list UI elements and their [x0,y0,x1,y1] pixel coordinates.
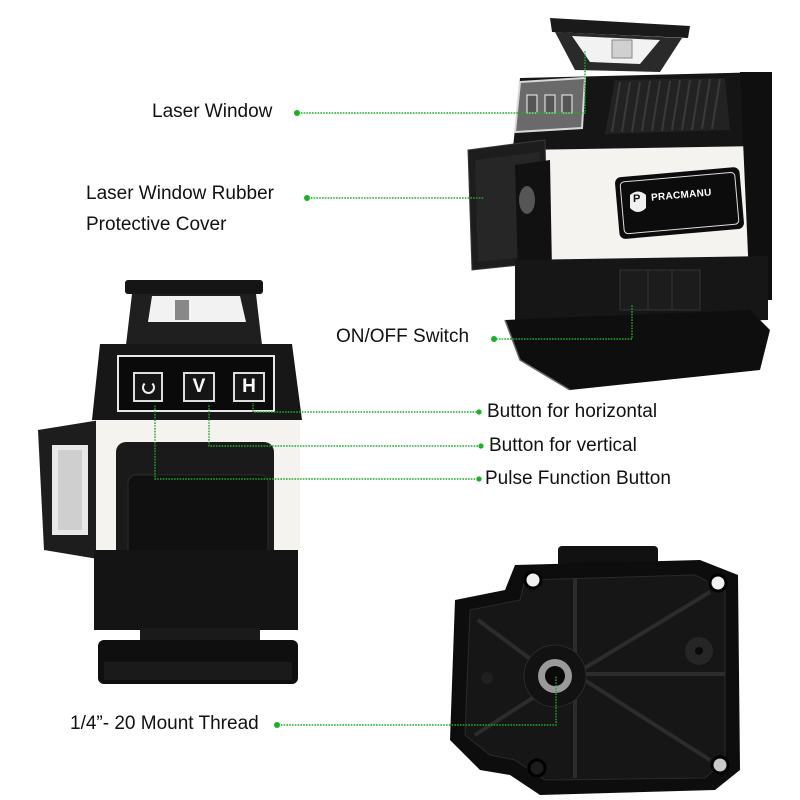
device-angled-view [467,18,772,391]
device-bottom-view [450,546,740,795]
callout-laser-window: Laser Window [152,101,273,122]
brand-logo: P [633,193,641,205]
horizontal-button: H [233,372,265,402]
callout-lines [154,50,633,726]
callout-on-off-switch: ON/OFF Switch [336,326,470,347]
callout-rubber-cover-line1: Laser Window Rubber [86,183,274,204]
vertical-button: V [183,372,215,402]
device-front-view [38,280,302,684]
callout-pulse-button: Pulse Function Button [485,468,671,489]
callout-dots [274,110,497,728]
callout-rubber-cover-line2: Protective Cover [86,214,227,235]
callout-button-horizontal: Button for horizontal [487,401,658,422]
power-icon [141,380,155,394]
callout-button-vertical: Button for vertical [489,435,637,456]
power-button [133,372,163,402]
callout-mount-thread: 1/4”- 20 Mount Thread [70,713,259,734]
